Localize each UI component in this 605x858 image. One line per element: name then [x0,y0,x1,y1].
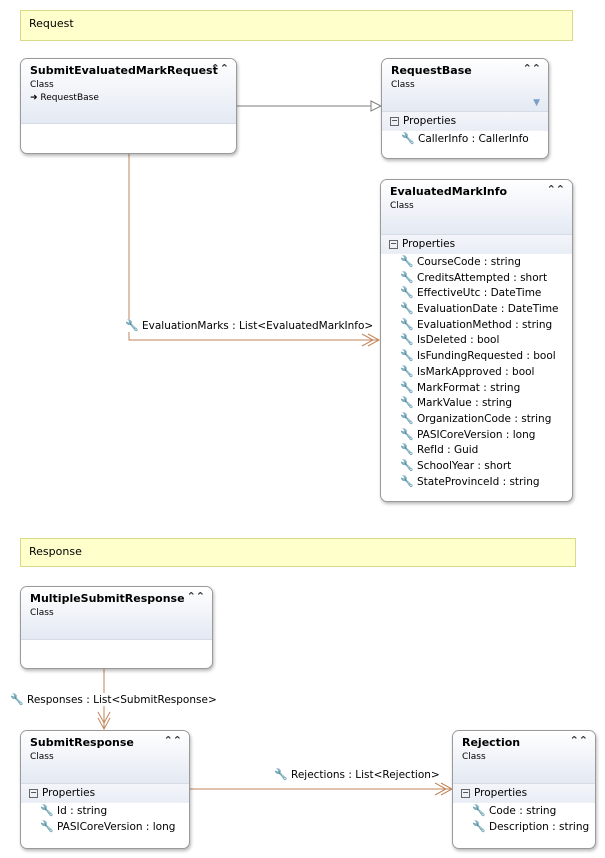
evaluation-marks-connector [128,154,381,347]
rejection-class[interactable]: Rejection Class ⌃⌃ −Properties 🔧Code : s… [452,730,596,849]
double-chevron-up-icon[interactable]: ⌃⌃ [186,590,205,603]
wrench-icon: 🔧 [401,132,415,145]
wrench-icon: 🔧 [400,286,414,300]
property-row[interactable]: 🔧PASICoreVersion : long [40,819,176,833]
property-row[interactable]: 🔧IsMarkApproved : bool [400,364,535,378]
request-section-label: Request [29,17,74,30]
wrench-icon: 🔧 [400,270,414,284]
rejections-connector [190,782,454,796]
wrench-icon: 🔧 [125,319,139,332]
responses-label[interactable]: 🔧Responses : List<SubmitResponse> [10,693,217,706]
class-kind: Class [390,201,414,211]
property-row[interactable]: 🔧PASICoreVersion : long [400,427,536,441]
property-row[interactable]: 🔧MarkFormat : string [400,380,521,394]
wrench-icon: 🔧 [400,443,414,457]
properties-group[interactable]: −Properties [453,784,595,803]
class-name: RequestBase [391,64,472,77]
class-header: Rejection Class ⌃⌃ [453,731,595,784]
submit-evaluated-mark-request-class[interactable]: SubmitEvaluatedMarkRequest Class ➜ Reque… [20,58,237,154]
class-name: SubmitEvaluatedMarkRequest [30,64,218,77]
minus-box-icon[interactable]: − [390,116,399,126]
class-header: RequestBase Class ⌃⌃ ▼ [382,59,548,112]
properties-group[interactable]: −Properties [382,112,548,131]
class-kind: Class [30,80,54,90]
double-chevron-up-icon[interactable]: ⌃⌃ [522,62,541,75]
property-row[interactable]: 🔧CourseCode : string [400,255,521,268]
class-kind: Class [30,608,54,618]
property-row[interactable]: 🔧IsFundingRequested : bool [400,349,556,363]
wrench-icon: 🔧 [400,474,414,488]
request-section: Request [20,10,573,41]
property-row[interactable]: 🔧EffectiveUtc : DateTime [400,286,542,300]
property-row[interactable]: 🔧IsDeleted : bool [400,333,500,347]
response-section-label: Response [29,545,82,558]
wrench-icon: 🔧 [40,804,54,817]
class-kind: Class [462,752,486,762]
wrench-icon: 🔧 [400,255,414,268]
class-header: EvaluatedMarkInfo Class ⌃⌃ [381,180,572,235]
wrench-icon: 🔧 [472,819,486,833]
property-row[interactable]: 🔧CreditsAttempted : short [400,270,548,284]
property-row[interactable]: 🔧RefId : Guid [400,443,479,457]
class-kind: Class [30,752,54,762]
inheritance-connector [237,100,383,112]
wrench-icon: 🔧 [274,768,288,781]
double-chevron-up-icon[interactable]: ⌃⌃ [546,183,565,196]
wrench-icon: 🔧 [400,317,414,331]
wrench-icon: 🔧 [400,349,414,363]
property-row[interactable]: 🔧MarkValue : string [400,396,513,410]
wrench-icon: 🔧 [400,411,414,425]
wrench-icon: 🔧 [400,427,414,441]
property-row[interactable]: 🔧EvaluationMethod : string [400,317,553,331]
property-row[interactable]: 🔧OrganizationCode : string [400,411,552,425]
submit-response-class[interactable]: SubmitResponse Class ⌃⌃ −Properties 🔧Id … [20,730,190,849]
wrench-icon: 🔧 [40,819,54,833]
response-section: Response [20,538,576,567]
request-base-class[interactable]: RequestBase Class ⌃⌃ ▼ −Properties 🔧Call… [381,58,549,159]
wrench-icon: 🔧 [400,396,414,410]
minus-box-icon[interactable]: − [29,788,38,798]
minus-box-icon[interactable]: − [389,239,398,249]
properties-group[interactable]: −Properties [21,784,189,803]
wrench-icon: 🔧 [400,364,414,378]
class-kind: Class [391,80,415,90]
properties-group[interactable]: −Properties [381,235,572,254]
class-header: SubmitEvaluatedMarkRequest Class ➜ Reque… [21,59,236,124]
property-row[interactable]: 🔧Id : string [40,804,108,817]
property-row[interactable]: 🔧StateProvinceId : string [400,474,540,488]
inherits-arrow-icon: ➜ [30,93,41,103]
wrench-icon: 🔧 [400,458,414,472]
rejections-label[interactable]: 🔧Rejections : List<Rejection> [274,768,440,781]
double-chevron-up-icon[interactable]: ⌃⌃ [163,734,182,747]
class-header: SubmitResponse Class ⌃⌃ [21,731,189,784]
evaluation-marks-label[interactable]: 🔧EvaluationMarks : List<EvaluatedMarkInf… [125,319,374,332]
double-chevron-up-icon[interactable]: ⌃⌃ [210,62,229,75]
property-row[interactable]: 🔧SchoolYear : short [400,458,512,472]
filter-icon[interactable]: ▼ [533,98,540,108]
property-row[interactable]: 🔧CallerInfo : CallerInfo [401,132,529,145]
minus-box-icon[interactable]: − [461,788,470,798]
double-chevron-up-icon[interactable]: ⌃⌃ [569,734,588,747]
property-row[interactable]: 🔧Description : string [472,819,590,833]
class-header: MultipleSubmitResponse Class ⌃⌃ [21,587,212,640]
multiple-submit-response-class[interactable]: MultipleSubmitResponse Class ⌃⌃ [20,586,213,669]
class-name: MultipleSubmitResponse [30,592,185,605]
property-row[interactable]: 🔧Code : string [472,804,557,817]
class-name: Rejection [462,736,521,749]
class-name: EvaluatedMarkInfo [390,185,508,198]
property-row[interactable]: 🔧EvaluationDate : DateTime [400,302,559,316]
base-class-ref: ➜ RequestBase [30,93,99,103]
wrench-icon: 🔧 [10,693,24,706]
wrench-icon: 🔧 [400,380,414,394]
wrench-icon: 🔧 [472,804,486,817]
wrench-icon: 🔧 [400,333,414,347]
class-name: SubmitResponse [30,736,134,749]
wrench-icon: 🔧 [400,302,414,316]
evaluated-mark-info-class[interactable]: EvaluatedMarkInfo Class ⌃⌃ −Properties 🔧… [380,179,573,502]
